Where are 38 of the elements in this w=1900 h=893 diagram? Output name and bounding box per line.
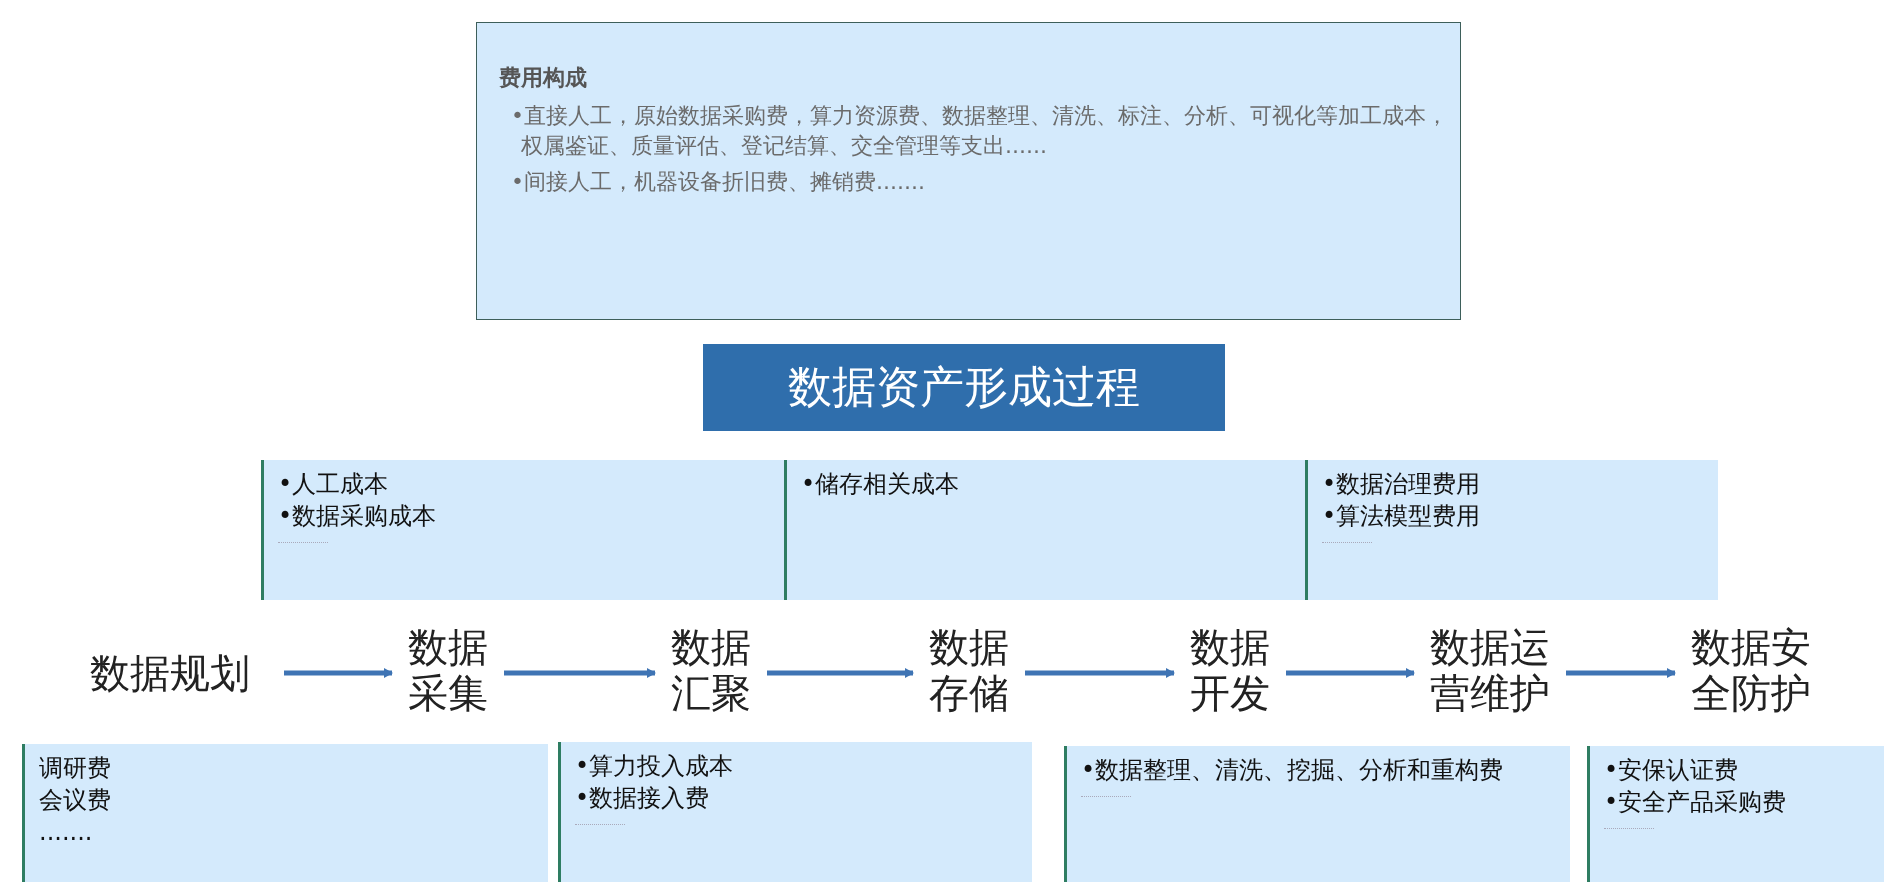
- stage-label: 数据采集: [406, 624, 490, 716]
- cost-box: [1305, 460, 1718, 600]
- cost-panel: [476, 22, 1461, 320]
- bullet-text: •人工成本: [278, 469, 390, 500]
- stage-label: 数据汇聚: [669, 624, 753, 716]
- arrow: [1025, 668, 1175, 678]
- cost-box: [1064, 746, 1570, 882]
- bullet-text: •数据治理费用: [1322, 469, 1482, 500]
- arrow: [1566, 668, 1676, 678]
- bullet-text: •间接人工，机器设备折旧费、摊销费.......: [510, 168, 927, 196]
- panel-heading: 费用构成: [499, 64, 587, 92]
- bullet-text: •算力投入成本: [575, 751, 735, 782]
- title-banner: 数据资产形成过程: [703, 344, 1225, 431]
- bullet-text: 会议费: [39, 785, 112, 816]
- arrow: [504, 668, 656, 678]
- stage-label: 数据运营维护: [1428, 624, 1552, 716]
- bullet-text: •安保认证费: [1604, 755, 1740, 786]
- arrow: [767, 668, 914, 678]
- bullet-text: •数据整理、清洗、挖掘、分析和重构费: [1081, 755, 1505, 786]
- arrow: [1286, 668, 1415, 678]
- bullet-text: .......: [39, 817, 94, 848]
- stage-label: 数据存储: [927, 624, 1011, 716]
- bullet-text: •数据采购成本: [278, 501, 438, 532]
- cost-box: [261, 460, 784, 600]
- bullet-text: •安全产品采购费: [1604, 787, 1788, 818]
- bullet-text: •直接人工，原始数据采购费，算力资源费、数据整理、清洗、标注、分析、可视化等加工成本，权属鉴证、质量评估、登记结算、交全管理等支出......: [510, 102, 1450, 160]
- bullet-text: 调研费: [39, 753, 112, 784]
- stage-label: 数据安全防护: [1689, 624, 1813, 716]
- cost-box: [22, 744, 548, 882]
- cost-box: [1587, 746, 1884, 882]
- stage-label: 数据规划: [70, 650, 270, 696]
- cost-box: [784, 460, 1305, 600]
- arrow: [284, 668, 393, 678]
- cost-box: [558, 742, 1032, 882]
- stage-label: 数据开发: [1188, 624, 1272, 716]
- bullet-text: •数据接入费: [575, 783, 711, 814]
- bullet-text: •储存相关成本: [801, 469, 961, 500]
- bullet-text: •算法模型费用: [1322, 501, 1482, 532]
